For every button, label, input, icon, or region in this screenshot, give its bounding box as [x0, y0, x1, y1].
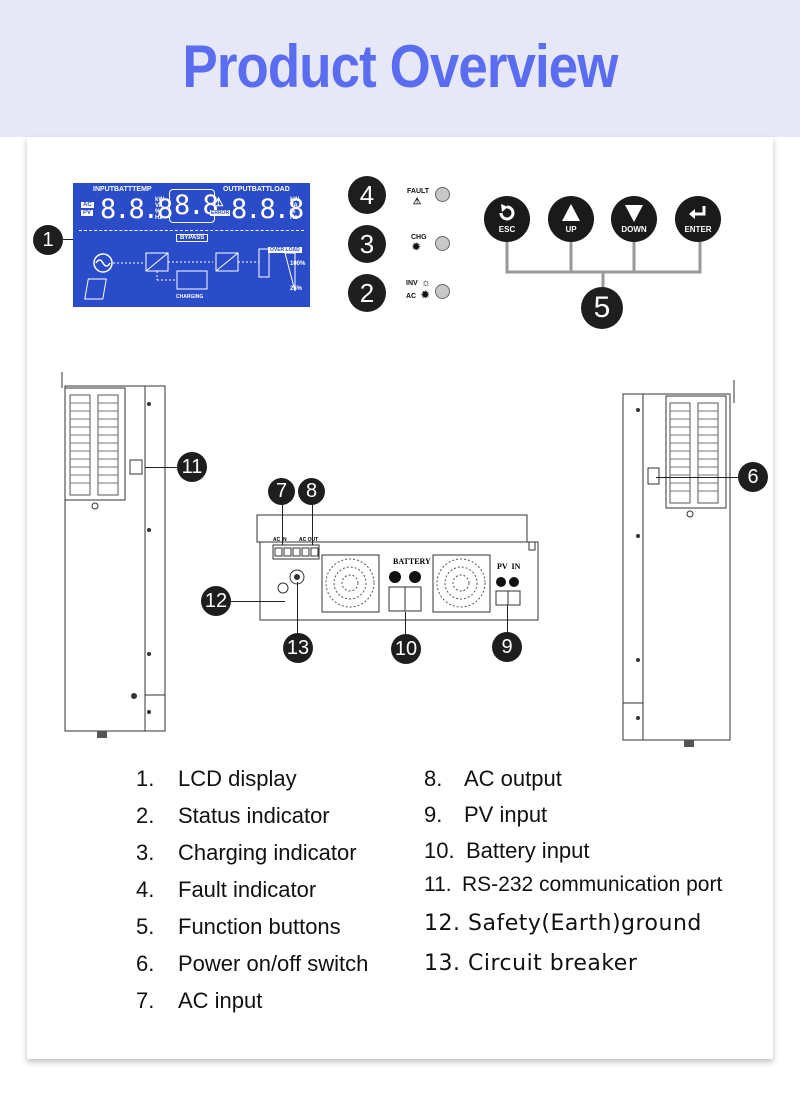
callout-6-line	[656, 477, 744, 478]
legend-item-9: 9.PV input	[424, 802, 548, 827]
fault-label: FAULT	[407, 188, 430, 195]
callout-11: 11	[177, 452, 207, 482]
up-label: UP	[565, 225, 577, 234]
lcd-flow-graphic	[84, 248, 296, 300]
lcd-pct-100: 100%	[290, 261, 306, 267]
refresh-icon	[499, 204, 515, 221]
legend-item-4: 4.Fault indicator	[136, 877, 317, 902]
callout-12: 12	[201, 586, 231, 616]
ac-sun-icon: ✹	[421, 290, 430, 301]
legend-item-11: 11.RS-232 communication port	[424, 873, 723, 896]
esc-label: ESC	[498, 225, 516, 234]
legend-item-2: 2.Status indicator	[136, 803, 330, 828]
bottom-panel-view	[256, 514, 539, 621]
callout-10-line	[405, 612, 406, 635]
lcd-units-left: kW VA % Hz	[155, 197, 164, 221]
chg-led	[435, 236, 450, 251]
callout-2: 2	[348, 274, 386, 312]
lcd-charging: CHARGING	[176, 294, 204, 300]
legend-item-12: 12.Safety(Earth)ground	[424, 911, 702, 936]
page-title: Product Overview	[182, 33, 619, 100]
callout-7: 7	[268, 478, 295, 505]
down-button: DOWN	[611, 196, 657, 242]
lcd-divider	[79, 230, 304, 232]
callout-10: 10	[391, 634, 421, 664]
enter-button: ENTER	[675, 196, 721, 242]
ac-in-label: AC IN	[273, 537, 287, 543]
legend-item-8: 8.AC output	[424, 766, 562, 791]
callout-13-line	[297, 582, 298, 634]
ac-out-label: AC OUT	[299, 537, 319, 543]
legend-item-1: 1.LCD display	[136, 766, 297, 791]
callout-4: 4	[348, 176, 386, 214]
enter-icon	[689, 206, 706, 219]
up-button: UP	[548, 196, 594, 242]
enter-label: ENTER	[684, 225, 712, 234]
inv-label: INV	[406, 280, 418, 287]
callout-9: 9	[492, 632, 522, 662]
lcd-error-tag: ERROR	[210, 210, 231, 216]
callout-11-line	[145, 467, 181, 468]
lcd-digits-left: 8.8.8	[100, 194, 173, 225]
lcd-digits-mid: 8.8	[174, 190, 219, 221]
battery-label: BATTERY	[393, 557, 431, 566]
warning-icon: ⚠	[213, 195, 224, 209]
inv-ac-led	[435, 284, 450, 299]
fault-warning-icon: ⚠	[413, 196, 422, 206]
esc-button: ESC	[484, 196, 530, 242]
lcd-pct-25: 25%	[290, 286, 303, 292]
legend-item-7: 7.AC input	[136, 988, 263, 1013]
ac-label: AC	[406, 293, 417, 300]
down-label: DOWN	[621, 225, 647, 234]
legend-item-13: 13.Circuit breaker	[424, 951, 638, 976]
callout-12-line	[230, 601, 285, 602]
callout-9-line	[507, 605, 508, 633]
chg-sun-icon: ✹	[412, 242, 421, 253]
triangle-up-icon	[562, 204, 580, 221]
callout-5: 5	[581, 287, 623, 329]
lcd-ac-tag: AC	[81, 202, 94, 208]
lcd-over-load: OVER LOAD	[268, 247, 302, 253]
inv-sun-icon: ☼	[421, 277, 432, 289]
callout-8-line	[312, 500, 313, 545]
lcd-digits-right: 8.8.8	[231, 194, 304, 225]
legend-item-5: 5.Function buttons	[136, 914, 341, 939]
fault-led	[435, 187, 450, 202]
callout-3: 3	[348, 225, 386, 263]
pv-in-label: PV IN	[497, 562, 521, 571]
left-side-view	[61, 372, 166, 738]
legend-item-10: 10.Battery input	[424, 838, 590, 863]
lcd-units-right: kW VA % Hz	[290, 197, 299, 221]
callout-1: 1	[33, 225, 63, 255]
callout-8: 8	[298, 478, 325, 505]
header-band	[0, 0, 800, 137]
lcd-display: INPUTBATTTEMP OUTPUTBATTLOAD AC PV 8.8.8…	[73, 183, 310, 307]
lcd-input-label: INPUTBATTTEMP	[93, 186, 152, 193]
chg-label: CHG	[411, 234, 427, 241]
right-side-view	[622, 380, 735, 747]
legend-item-6: 6.Power on/off switch	[136, 951, 369, 976]
lcd-bypass: BYPASS	[176, 234, 209, 242]
callout-7-line	[282, 500, 283, 545]
lcd-mid-frame	[169, 189, 215, 223]
lcd-pv-tag: PV	[81, 210, 94, 216]
lcd-output-label: OUTPUTBATTLOAD	[223, 186, 290, 193]
buttons-bracket	[505, 242, 702, 292]
callout-6: 6	[738, 462, 768, 492]
triangle-down-icon	[625, 205, 643, 222]
callout-13: 13	[283, 633, 313, 663]
legend-item-3: 3.Charging indicator	[136, 840, 357, 865]
